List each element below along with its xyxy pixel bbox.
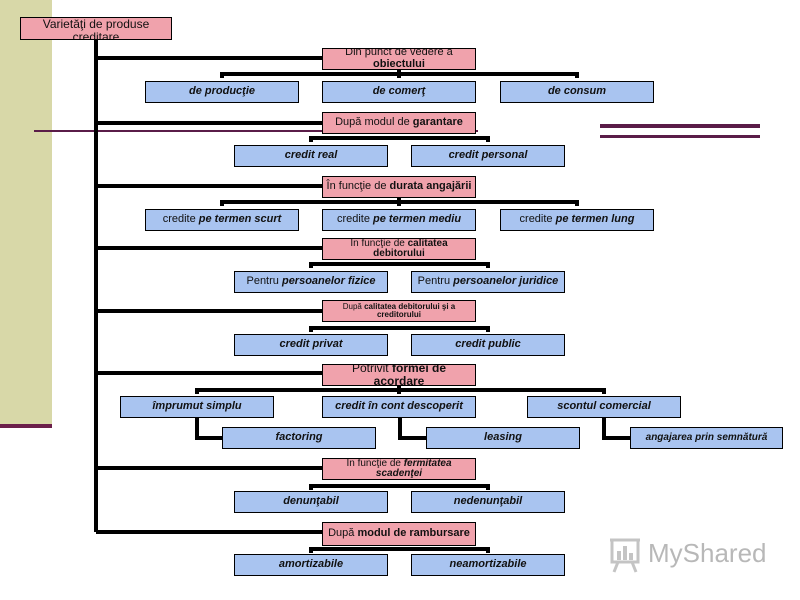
item-label: Pentru persoanelor juridice (417, 275, 559, 288)
item-emphasis: pe termen mediu (373, 213, 462, 226)
item-label: nedenunţabil (453, 495, 523, 508)
category-debitor-creditor: După calitatea debitorului şi a creditor… (322, 300, 476, 322)
item-label: credit public (455, 338, 521, 351)
category-rambursare-prefix: După (328, 527, 355, 540)
item-neamortizabile: neamortizabile (411, 554, 565, 576)
root-label: Varietăţi de produse creditare (42, 17, 150, 40)
item-scontul-comercial: scontul comercial (527, 396, 681, 418)
subitem-factoring: factoring (222, 427, 376, 449)
item-credit-public: credit public (411, 334, 565, 356)
item-label: scontul comercial (557, 400, 651, 413)
watermark-board-icon (610, 538, 640, 573)
item-label: de producţie (188, 85, 255, 98)
item-label: angajarea prin semnătură (645, 431, 768, 443)
category-calitate-bold: calitatea debitorului (373, 238, 448, 259)
item-credit-personal: credit personal (411, 145, 565, 167)
category-calitate-label: În funcţie de calitatea debitorului (326, 238, 472, 259)
category-obiect-bold: obiectului (373, 58, 425, 70)
category-obiect: Din punct de vedere a obiectului (322, 48, 476, 70)
item-label: Pentru persoanelor fizice (246, 275, 376, 288)
category-durata: În funcţie de durata angajării (322, 176, 476, 198)
item-termen-scurt: credite pe termen scurt (145, 209, 299, 231)
item-label: de comerţ (372, 85, 426, 98)
item-prefix: credite (519, 213, 553, 226)
item-persoane-juridice: Pentru persoanelor juridice (411, 271, 565, 293)
item-label: credit în cont descoperit (335, 400, 463, 413)
item-label: amortizabile (278, 558, 344, 571)
accent-line-left (34, 130, 478, 132)
accent-line-right-bottom (600, 135, 760, 138)
side-band-accent (0, 424, 52, 428)
item-imprumut-simplu: împrumut simplu (120, 396, 274, 418)
item-denuntabil: denunţabil (234, 491, 388, 513)
category-durata-prefix: În funcţie de (326, 180, 387, 193)
item-label: credite pe termen lung (519, 213, 635, 226)
root-node: Varietăţi de produse creditare (20, 17, 172, 40)
item-prefix: credite (336, 213, 370, 226)
category-calitate: În funcţie de calitatea debitorului (322, 238, 476, 260)
item-label: credite pe termen scurt (162, 213, 282, 226)
category-fermitate-label: În funcţie de fermitatea scadenţei (326, 458, 472, 479)
accent-line-right-top (600, 124, 760, 128)
category-fermitate-prefix: În funcţie de (346, 458, 401, 469)
item-nedenuntabil: nedenunţabil (411, 491, 565, 513)
category-durata-bold: durata angajării (389, 180, 472, 193)
item-prefix: credite (162, 213, 196, 226)
category-debitor-creditor-label: După calitatea debitorului şi a creditor… (326, 301, 472, 320)
item-label: credit privat (279, 338, 343, 351)
category-garantare-prefix: După modul de (335, 116, 410, 129)
item-label: credit personal (448, 149, 528, 162)
item-persoane-fizice: Pentru persoanelor fizice (234, 271, 388, 293)
category-garantare: După modul de garantare (322, 112, 476, 134)
category-obiect-label: Din punct de vedere a obiectului (326, 48, 472, 70)
item-credit-privat: credit privat (234, 334, 388, 356)
item-termen-mediu: credite pe termen mediu (322, 209, 476, 231)
item-credit-real: credit real (234, 145, 388, 167)
category-garantare-bold: garantare (412, 116, 463, 129)
category-calitate-prefix: În funcţie de (350, 238, 405, 249)
item-label: denunţabil (283, 495, 339, 508)
subitem-leasing: leasing (426, 427, 580, 449)
item-prefix: Pentru (417, 275, 451, 288)
item-label: credite pe termen mediu (336, 213, 462, 226)
item-label: credit real (284, 149, 338, 162)
item-emphasis: pe termen scurt (198, 213, 282, 226)
category-debitor-creditor-bold: calitatea debitorului şi a creditorului (364, 301, 456, 319)
category-rambursare-label: După modul de rambursare (328, 527, 470, 540)
item-credit-cont-descoperit: credit în cont descoperit (322, 396, 476, 418)
watermark-text: MyShared (648, 538, 767, 568)
category-fermitate: În funcţie de fermitatea scadenţei (322, 458, 476, 480)
item-emphasis: persoanelor juridice (453, 275, 559, 288)
item-prefix: Pentru (246, 275, 279, 288)
item-de-productie: de producţie (145, 81, 299, 103)
item-label: de consum (547, 85, 607, 98)
side-band (0, 0, 52, 428)
item-amortizabile: amortizabile (234, 554, 388, 576)
item-label: împrumut simplu (152, 400, 242, 413)
item-label: factoring (275, 431, 323, 444)
item-label: leasing (484, 431, 522, 444)
category-acordare-label: Potrivit formei de acordare (326, 364, 472, 386)
item-emphasis: pe termen lung (555, 213, 635, 226)
item-de-comert: de comerţ (322, 81, 476, 103)
category-fermitate-bold: fermitatea scadenţei (375, 458, 452, 479)
category-garantare-label: După modul de garantare (335, 116, 463, 129)
item-de-consum: de consum (500, 81, 654, 103)
category-debitor-creditor-prefix: După (342, 301, 362, 311)
category-rambursare-bold: modul de rambursare (357, 527, 470, 540)
category-acordare-bold: formei de acordare (373, 364, 447, 386)
category-rambursare: După modul de rambursare (322, 522, 476, 546)
item-emphasis: persoanelor fizice (281, 275, 376, 288)
subitem-angajarea-prin-semnatura: angajarea prin semnătură (630, 427, 783, 449)
category-obiect-prefix: Din punct de vedere a (345, 48, 453, 59)
item-termen-lung: credite pe termen lung (500, 209, 654, 231)
item-label: neamortizabile (449, 558, 527, 571)
category-acordare: Potrivit formei de acordare (322, 364, 476, 386)
category-acordare-prefix: Potrivit (351, 364, 389, 376)
category-durata-label: În funcţie de durata angajării (326, 180, 472, 193)
